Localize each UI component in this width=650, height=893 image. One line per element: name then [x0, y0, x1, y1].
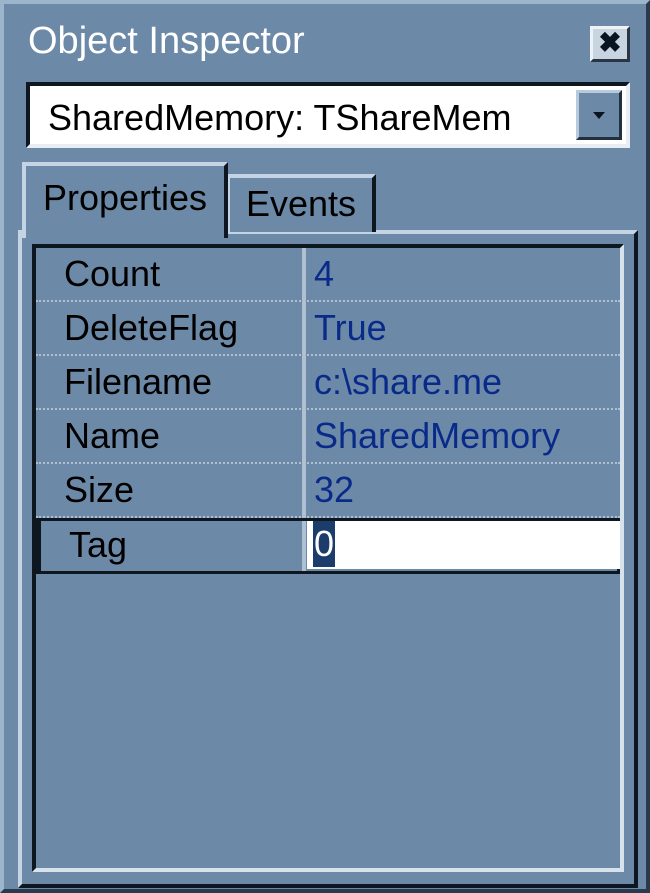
property-value[interactable]: c:\share.me — [314, 361, 503, 402]
property-row-size[interactable]: Size 32 — [36, 464, 620, 518]
title-bar[interactable]: Object Inspector ✖ — [10, 10, 640, 72]
property-value-editor[interactable]: 0 — [307, 521, 620, 569]
column-separator[interactable] — [302, 248, 306, 574]
tab-properties-label: Properties — [42, 177, 208, 218]
property-name: Tag — [69, 524, 128, 565]
close-icon: ✖ — [598, 27, 622, 58]
chevron-down-icon — [593, 112, 605, 119]
property-value[interactable]: 32 — [314, 469, 355, 510]
object-selector-dropdown-button[interactable] — [576, 90, 622, 140]
property-row-name[interactable]: Name SharedMemory — [36, 410, 620, 464]
property-name: Name — [64, 415, 161, 456]
property-value[interactable]: True — [314, 307, 387, 348]
property-row-filename[interactable]: Filename c:\share.me — [36, 356, 620, 410]
property-value-selection: 0 — [313, 521, 336, 567]
property-row-count[interactable]: Count 4 — [36, 248, 620, 302]
property-grid: Count 4 DeleteFlag True Filename c:\shar… — [32, 244, 624, 872]
property-name: Count — [64, 253, 161, 294]
object-selector-value: SharedMemory: TShareMem — [48, 97, 512, 138]
property-name: DeleteFlag — [64, 307, 239, 348]
property-row-deleteflag[interactable]: DeleteFlag True — [36, 302, 620, 356]
tab-properties[interactable]: Properties — [22, 162, 228, 238]
property-value[interactable]: 4 — [314, 253, 335, 294]
tab-events-label: Events — [245, 183, 357, 224]
properties-page — [18, 230, 638, 888]
tab-events[interactable]: Events — [226, 174, 376, 232]
object-selector-combo[interactable]: SharedMemory: TShareMem — [26, 82, 630, 148]
property-value[interactable]: SharedMemory — [314, 415, 561, 456]
close-button[interactable]: ✖ — [590, 26, 630, 62]
property-name: Filename — [64, 361, 213, 402]
property-row-tag[interactable]: Tag 0 — [36, 518, 620, 574]
window-title: Object Inspector — [28, 20, 305, 62]
property-name: Size — [64, 469, 135, 510]
